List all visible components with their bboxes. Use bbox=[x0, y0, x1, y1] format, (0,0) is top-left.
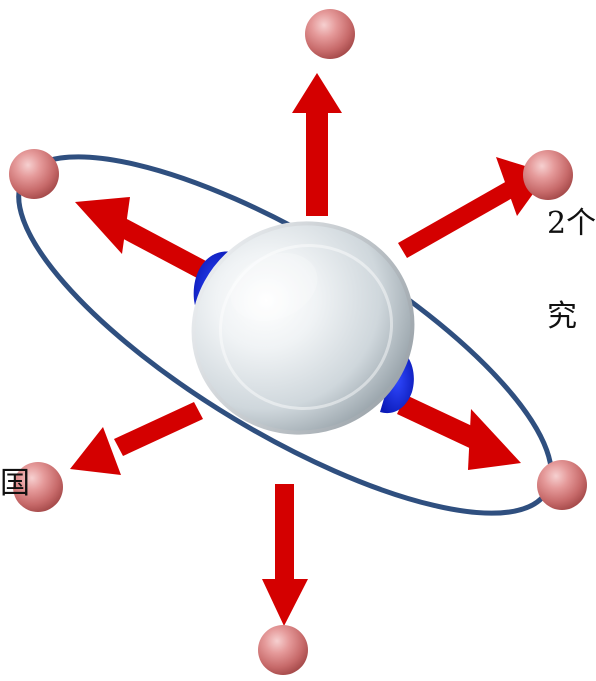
particle-left bbox=[9, 149, 59, 199]
particle-bottom-left bbox=[13, 462, 63, 512]
particle-right bbox=[537, 460, 587, 510]
particle-bottom bbox=[258, 625, 308, 675]
arrow-down-right bbox=[397, 395, 521, 470]
top-right-label-line-1: 2个 bbox=[547, 206, 596, 241]
arrow-up bbox=[292, 73, 342, 216]
arrow-down bbox=[262, 484, 308, 626]
arrow-up-left bbox=[75, 197, 206, 278]
particle-top-right bbox=[523, 150, 573, 200]
top-right-label-line-2: 究 bbox=[547, 299, 577, 334]
particle-top bbox=[305, 9, 355, 59]
left-fragment-label: 国 bbox=[0, 468, 30, 499]
arrows bbox=[70, 73, 548, 626]
top-right-label: 2个 究 bbox=[547, 146, 596, 394]
arrow-down-left bbox=[70, 402, 203, 475]
particles bbox=[9, 9, 587, 675]
center-disk bbox=[191, 221, 415, 435]
